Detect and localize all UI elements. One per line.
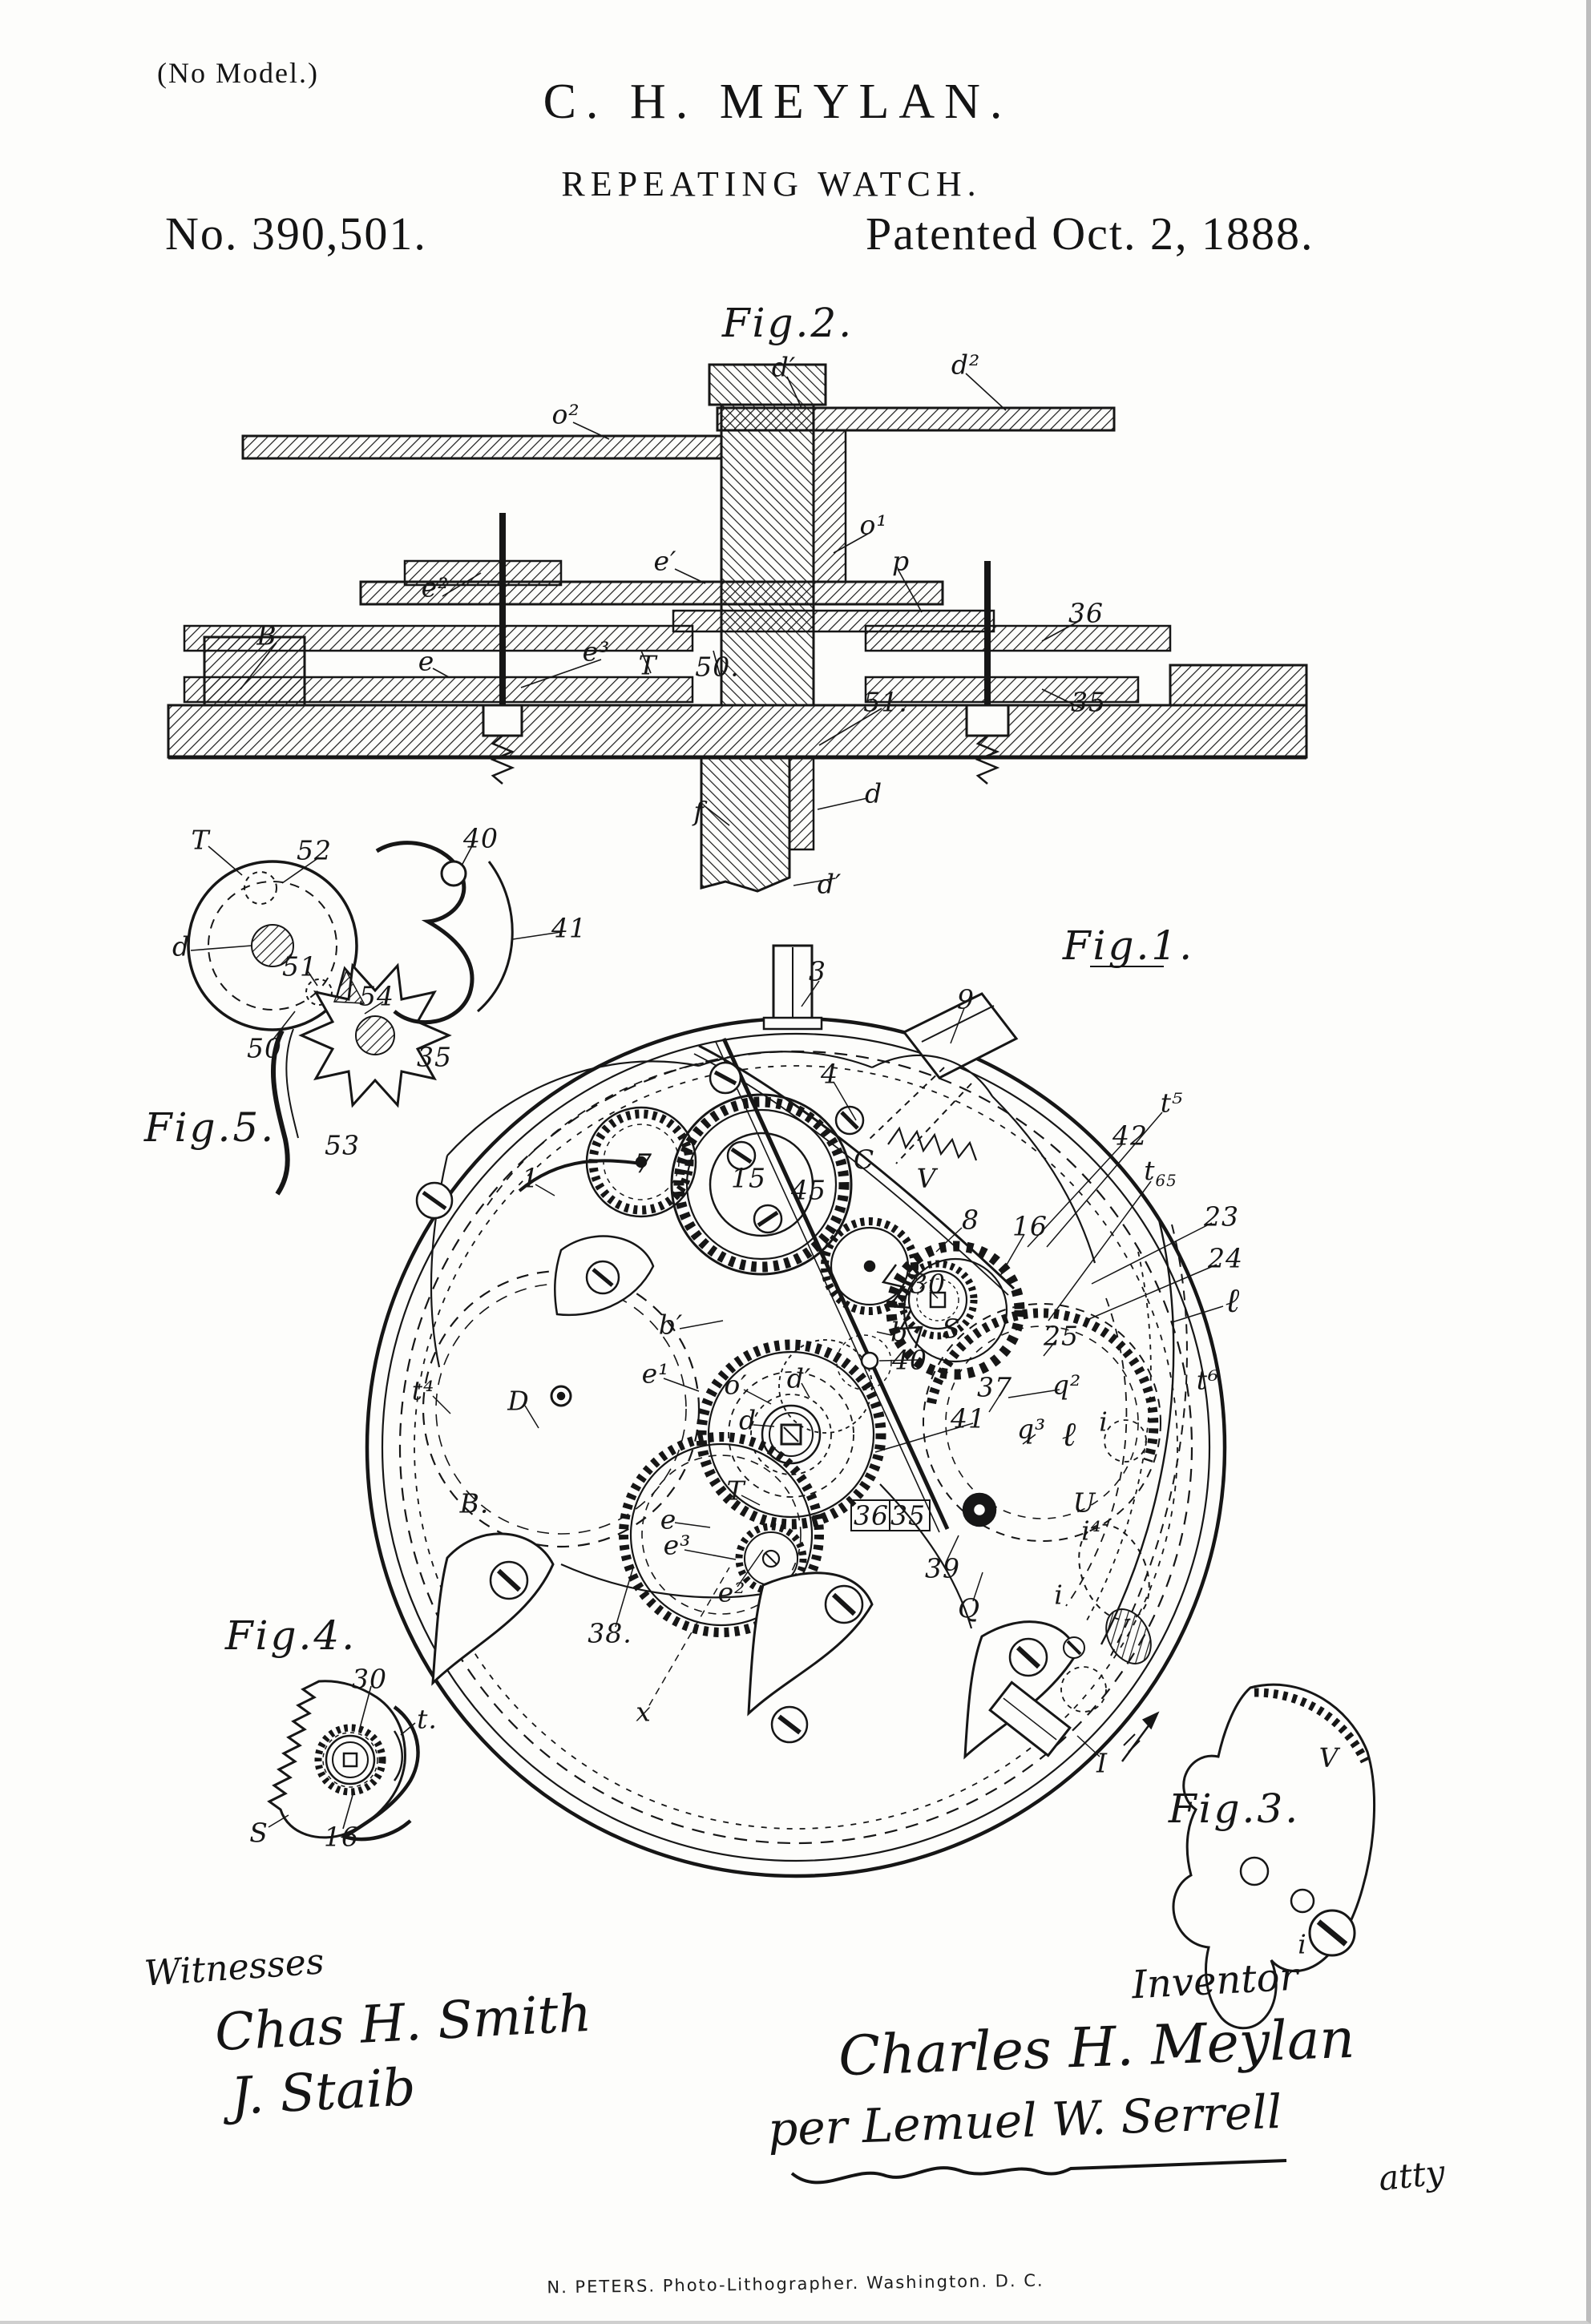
arbor-shaft-d xyxy=(720,403,815,707)
gear xyxy=(619,1432,824,1637)
inventor-heading: Inventor xyxy=(1130,1954,1299,2008)
fig2-cross-section-drawing xyxy=(167,363,1308,893)
screw-icon xyxy=(709,1061,742,1095)
attorney-abbreviation: atty xyxy=(1376,2152,1447,2199)
leader-lines xyxy=(268,1685,416,1830)
spring-41 xyxy=(375,841,474,1024)
leader-lines xyxy=(432,980,1224,1757)
screw-icon xyxy=(1308,1909,1356,1957)
bar-d2 xyxy=(716,406,1116,432)
screw-icon xyxy=(585,1260,620,1295)
patent-inventor-name: C. H. MEYLAN. xyxy=(543,75,1012,129)
screw-icon xyxy=(753,1204,783,1234)
invention-title: REPEATING WATCH. xyxy=(561,164,982,204)
signature-flourish xyxy=(790,2159,1287,2185)
gear xyxy=(314,1724,386,1796)
screw-icon xyxy=(965,561,1010,785)
witness-signature: J. Staib xyxy=(229,2058,418,2127)
gear-30 xyxy=(898,1260,978,1340)
screws xyxy=(415,1061,1085,1744)
bar-o2 xyxy=(241,434,723,460)
base-plate xyxy=(167,704,1308,759)
pin-40 xyxy=(860,1351,879,1370)
screw-icon xyxy=(1008,1637,1048,1677)
screw-icon xyxy=(726,1140,757,1171)
screw-icon xyxy=(482,513,523,785)
arbor-hub xyxy=(251,924,294,967)
right-springs xyxy=(1060,1219,1188,1713)
slide-I xyxy=(988,1680,1160,1762)
gear xyxy=(898,1260,978,1340)
wheel-25 xyxy=(923,1303,1161,1542)
no-model-note: (No Model.) xyxy=(157,57,319,89)
fig4-detail-drawing xyxy=(267,1680,420,1842)
gear xyxy=(927,1308,1159,1463)
gear xyxy=(821,1217,919,1315)
gear-7 xyxy=(585,1106,697,1218)
fig1-movement-drawing xyxy=(365,944,1227,1878)
gear xyxy=(1254,1688,1369,1764)
gear xyxy=(886,1241,1025,1380)
pin-40 xyxy=(440,860,467,887)
screw-icon xyxy=(834,1105,865,1136)
screw-icon xyxy=(489,1560,529,1600)
leader-lines xyxy=(190,841,562,1041)
spring-V xyxy=(887,1126,978,1161)
screw-icon xyxy=(1063,1636,1085,1659)
leader-lines xyxy=(240,373,1083,886)
click-spring-1 xyxy=(518,1159,642,1192)
patent-date: Patented Oct. 2, 1888. xyxy=(866,208,1314,260)
lever-53 xyxy=(270,1029,290,1196)
fig5-detail-drawing xyxy=(187,841,562,1196)
gear xyxy=(588,1109,694,1215)
screw-icon xyxy=(415,1181,454,1220)
click-spring-t xyxy=(340,1705,420,1842)
screw-icon xyxy=(824,1584,864,1624)
screw-icon xyxy=(770,1705,809,1744)
gear-e2 xyxy=(619,1432,824,1637)
winding-stem xyxy=(762,944,823,1031)
gear xyxy=(673,1096,850,1273)
fig3-detail-drawing xyxy=(1172,1683,1376,2030)
gear xyxy=(735,1523,807,1595)
gear-30 xyxy=(314,1724,386,1796)
patent-number: No. 390,501. xyxy=(165,208,427,260)
